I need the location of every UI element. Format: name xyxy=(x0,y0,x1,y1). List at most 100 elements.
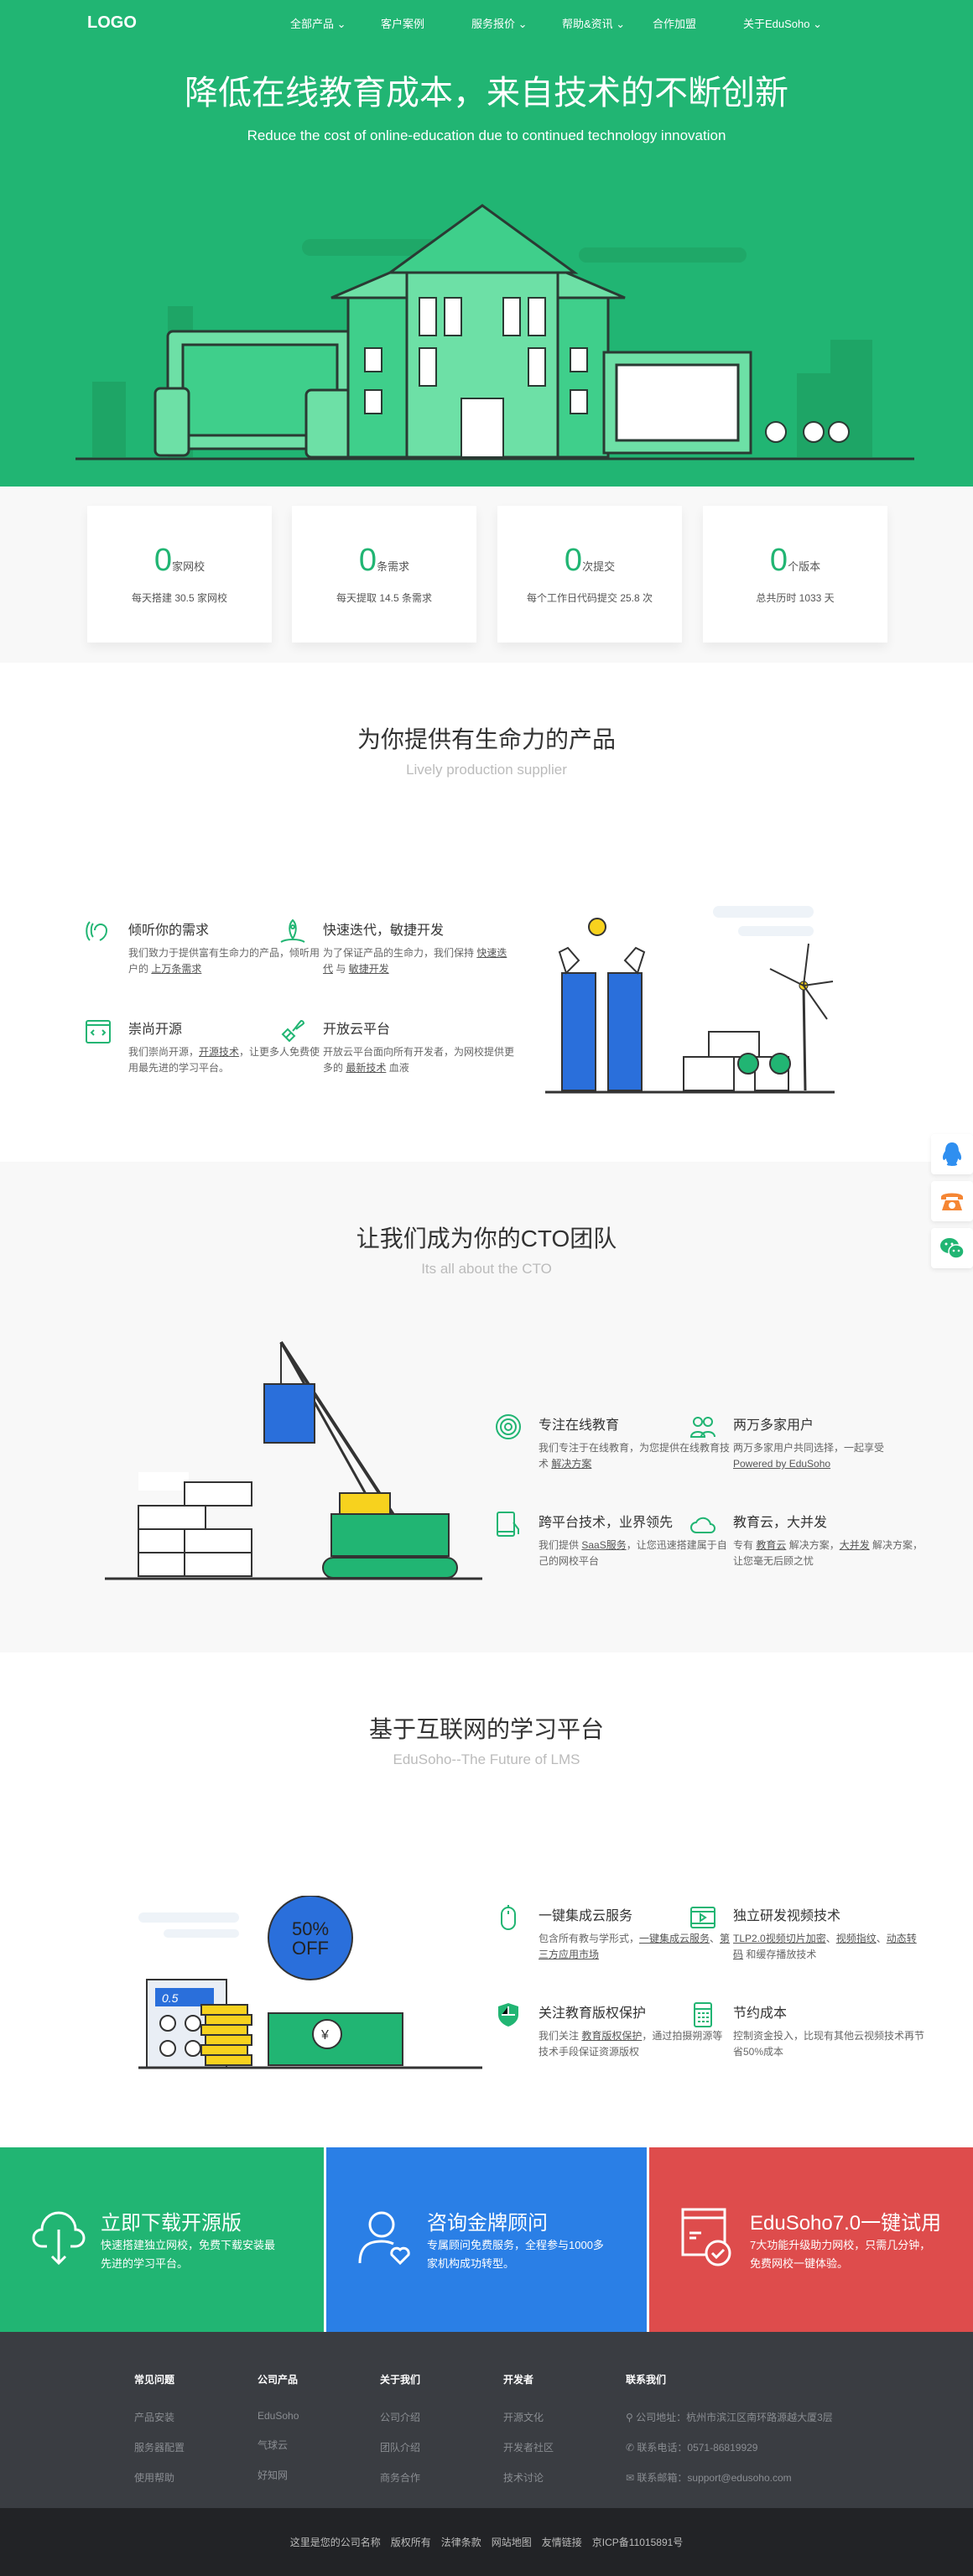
footer-link[interactable]: 使用帮助 xyxy=(134,2472,175,2484)
legal-link[interactable]: 法律条款 xyxy=(440,2537,481,2548)
feature-link[interactable]: 快速迭代 xyxy=(323,947,507,975)
feature-item: 倾听你的需求 我们致力于提供富有生命力的产品，倾听用户的 上万条需求 xyxy=(86,919,321,977)
mail-icon: ✉ xyxy=(626,2472,637,2484)
feature-item: 崇尚开源 我们崇尚开源，开源技术，让更多人免费使用最先进的学习平台。 xyxy=(86,1017,321,1076)
nav-help[interactable]: 帮助&资讯 ⌄ xyxy=(562,15,653,31)
feature-link[interactable]: 大并发 xyxy=(839,1539,870,1551)
footer-link[interactable]: 团队介绍 xyxy=(380,2442,421,2454)
footer-link[interactable]: 服务器配置 xyxy=(134,2442,185,2454)
footer-heading: 关于我们 xyxy=(380,2374,421,2386)
feature-title: 跨平台技术，业界领先 xyxy=(539,1516,674,1530)
consult-cta[interactable]: 咨询金牌顾问专属顾问免费服务，全程参与1000多家机构成功转型。 xyxy=(326,2147,647,2332)
stat-card: 0次提交每个工作日代码提交 25.8 次 xyxy=(497,506,682,643)
cta-title: 立即下载开源版 xyxy=(101,2212,242,2235)
feature-text: 包含所有教与学形式，一键集成云服务、第三方应用市场 xyxy=(539,1931,731,1963)
cto-section: 让我们成为你的CTO团队 Its all about the CTO 专注在线教… xyxy=(0,1162,973,1652)
text: 血液 xyxy=(386,1062,409,1074)
footer-heading: 常见问题 xyxy=(134,2374,175,2386)
footer-link[interactable]: 技术讨论 xyxy=(503,2472,544,2484)
feature-text: 为了保证产品的生命力，我们保持 快速迭代 与 敏捷开发 xyxy=(323,945,516,977)
feature-link[interactable]: 解决方案 xyxy=(551,1458,592,1470)
stat-desc: 每天搭建 30.5 家网校 xyxy=(131,592,228,604)
feature-title: 快速迭代，敏捷开发 xyxy=(323,924,445,938)
hero-subtitle: Reduce the cost of online-education due … xyxy=(247,127,726,143)
cta-text: 专属顾问免费服务，全程参与1000多家机构成功转型。 xyxy=(427,2239,604,2270)
chevron-down-icon: ⌄ xyxy=(813,18,823,30)
wechat-button[interactable] xyxy=(931,1228,973,1268)
feature-text: 我们崇尚开源，开源技术，让更多人免费使用最先进的学习平台。 xyxy=(128,1044,321,1076)
footer-link[interactable]: EduSoho xyxy=(258,2410,299,2422)
nav-products[interactable]: 全部产品 ⌄ xyxy=(290,15,381,31)
logo[interactable]: LOGO xyxy=(87,13,137,32)
footer-link[interactable]: 开发者社区 xyxy=(503,2442,554,2454)
nav-about[interactable]: 关于EduSoho ⌄ xyxy=(743,15,834,31)
calc-display: 0.5 xyxy=(162,1991,179,2005)
feature-link[interactable]: SaaS服务 xyxy=(581,1539,627,1551)
text: 联系邮箱：support@edusoho.com xyxy=(637,2472,792,2484)
phone-icon xyxy=(941,1193,963,1210)
qq-icon xyxy=(942,1142,962,1166)
cta-title: 咨询金牌顾问 xyxy=(427,2212,548,2235)
feature-title: 两万多家用户 xyxy=(733,1418,814,1433)
feature-link[interactable]: 一键集成云服务 xyxy=(639,1933,710,1944)
footer-contact: 联系我们 ⚲ 公司地址：杭州市滨江区南环路源越大厦3层 ✆ 联系电话：0571-… xyxy=(626,2372,833,2501)
section-subtitle: Its all about the CTO xyxy=(421,1261,552,1277)
video-icon xyxy=(690,1907,715,1928)
footer-link[interactable]: 好知网 xyxy=(258,2469,289,2481)
footer-bottom: 这里是您的公司名称版权所有法律条款网站地图友情链接京ICP备11015891号 xyxy=(0,2508,973,2576)
text: 包含所有教与学形式， xyxy=(539,1933,640,1944)
download-cta[interactable]: 立即下载开源版快速搭建独立网校，免费下载安装最先进的学习平台。 xyxy=(0,2147,324,2332)
nav-partner[interactable]: 合作加盟 xyxy=(653,15,743,31)
discount-badge: 50% OFF xyxy=(291,1919,330,1959)
crane-illustration xyxy=(105,1340,482,1580)
feature-link[interactable]: 第三方应用市场 xyxy=(539,1933,731,1960)
feature-link[interactable]: 开源技术 xyxy=(199,1046,240,1058)
nav-cases[interactable]: 客户案例 xyxy=(381,15,471,31)
feature-link[interactable]: 敏捷开发 xyxy=(348,963,389,975)
footer-link[interactable]: 开源文化 xyxy=(503,2412,544,2423)
feature-link[interactable]: TLP2.0视频切片加密 xyxy=(733,1933,826,1944)
feature-link[interactable]: Powered by EduSoho xyxy=(733,1458,831,1470)
footer-link[interactable]: 公司介绍 xyxy=(380,2412,421,2423)
section-title: 让我们成为你的CTO团队 xyxy=(356,1226,617,1252)
phone-button[interactable] xyxy=(931,1181,973,1221)
icp-number[interactable]: 京ICP备11015891号 xyxy=(591,2537,684,2548)
text: ，让更多人免费使用最先进的学习平台。 xyxy=(128,1046,320,1074)
section-subtitle: Lively production supplier xyxy=(406,762,567,778)
feature-link[interactable]: 动态转码 xyxy=(733,1933,917,1960)
currency-symbol: ¥ xyxy=(320,2028,329,2043)
footer-link[interactable]: 商务合作 xyxy=(380,2472,421,2484)
ideas-illustration xyxy=(545,906,835,1094)
feature-item: 专注在线教育 我们专注于在线教育，为您提供在线教育技术 解决方案 xyxy=(496,1413,731,1472)
stat-card: 0个版本总共历时 1033 天 xyxy=(703,506,887,643)
feature-link[interactable]: 教育版权保护 xyxy=(581,2030,643,2042)
feature-item: 节约成本 控制资金投入，比现有其他云视频技术再节省50%成本 xyxy=(694,2001,926,2060)
feature-link[interactable]: 上万条需求 xyxy=(151,963,202,975)
stat-value: 0 xyxy=(769,543,788,578)
section-title: 基于互联网的学习平台 xyxy=(368,1716,604,1742)
text: 我们崇尚开源， xyxy=(128,1046,200,1058)
stat-desc: 每天提取 14.5 条需求 xyxy=(336,592,433,604)
footer-link[interactable]: 气球云 xyxy=(258,2439,289,2451)
feature-link[interactable]: 视频指纹 xyxy=(835,1933,877,1944)
feature-text: 我们致力于提供富有生命力的产品，倾听用户的 上万条需求 xyxy=(128,945,321,977)
qq-button[interactable] xyxy=(931,1134,973,1174)
friend-links[interactable]: 友情链接 xyxy=(541,2537,582,2548)
chevron-down-icon: ⌄ xyxy=(616,18,626,30)
footer-link[interactable]: 产品安装 xyxy=(134,2412,175,2423)
nav-pricing[interactable]: 服务报价 ⌄ xyxy=(471,15,562,31)
footer-column: 关于我们公司介绍团队介绍商务合作 xyxy=(380,2372,420,2501)
text: 和缓存播放技术 xyxy=(743,1949,817,1960)
feature-link[interactable]: 教育云 xyxy=(756,1539,787,1551)
feature-link[interactable]: 最新技术 xyxy=(346,1062,387,1074)
nav-label: 合作加盟 xyxy=(653,18,697,30)
text: 两万多家用户共同选择，一起享受 xyxy=(733,1442,885,1454)
sitemap-link[interactable]: 网站地图 xyxy=(491,2537,532,2548)
stat-unit: 家网校 xyxy=(172,560,206,573)
plug-icon xyxy=(281,1019,305,1043)
copyright-link[interactable]: 版权所有 xyxy=(390,2537,431,2548)
feature-item: 独立研发视频技术 TLP2.0视频切片加密、视频指纹、动态转码 和缓存播放技术 xyxy=(690,1904,926,1963)
